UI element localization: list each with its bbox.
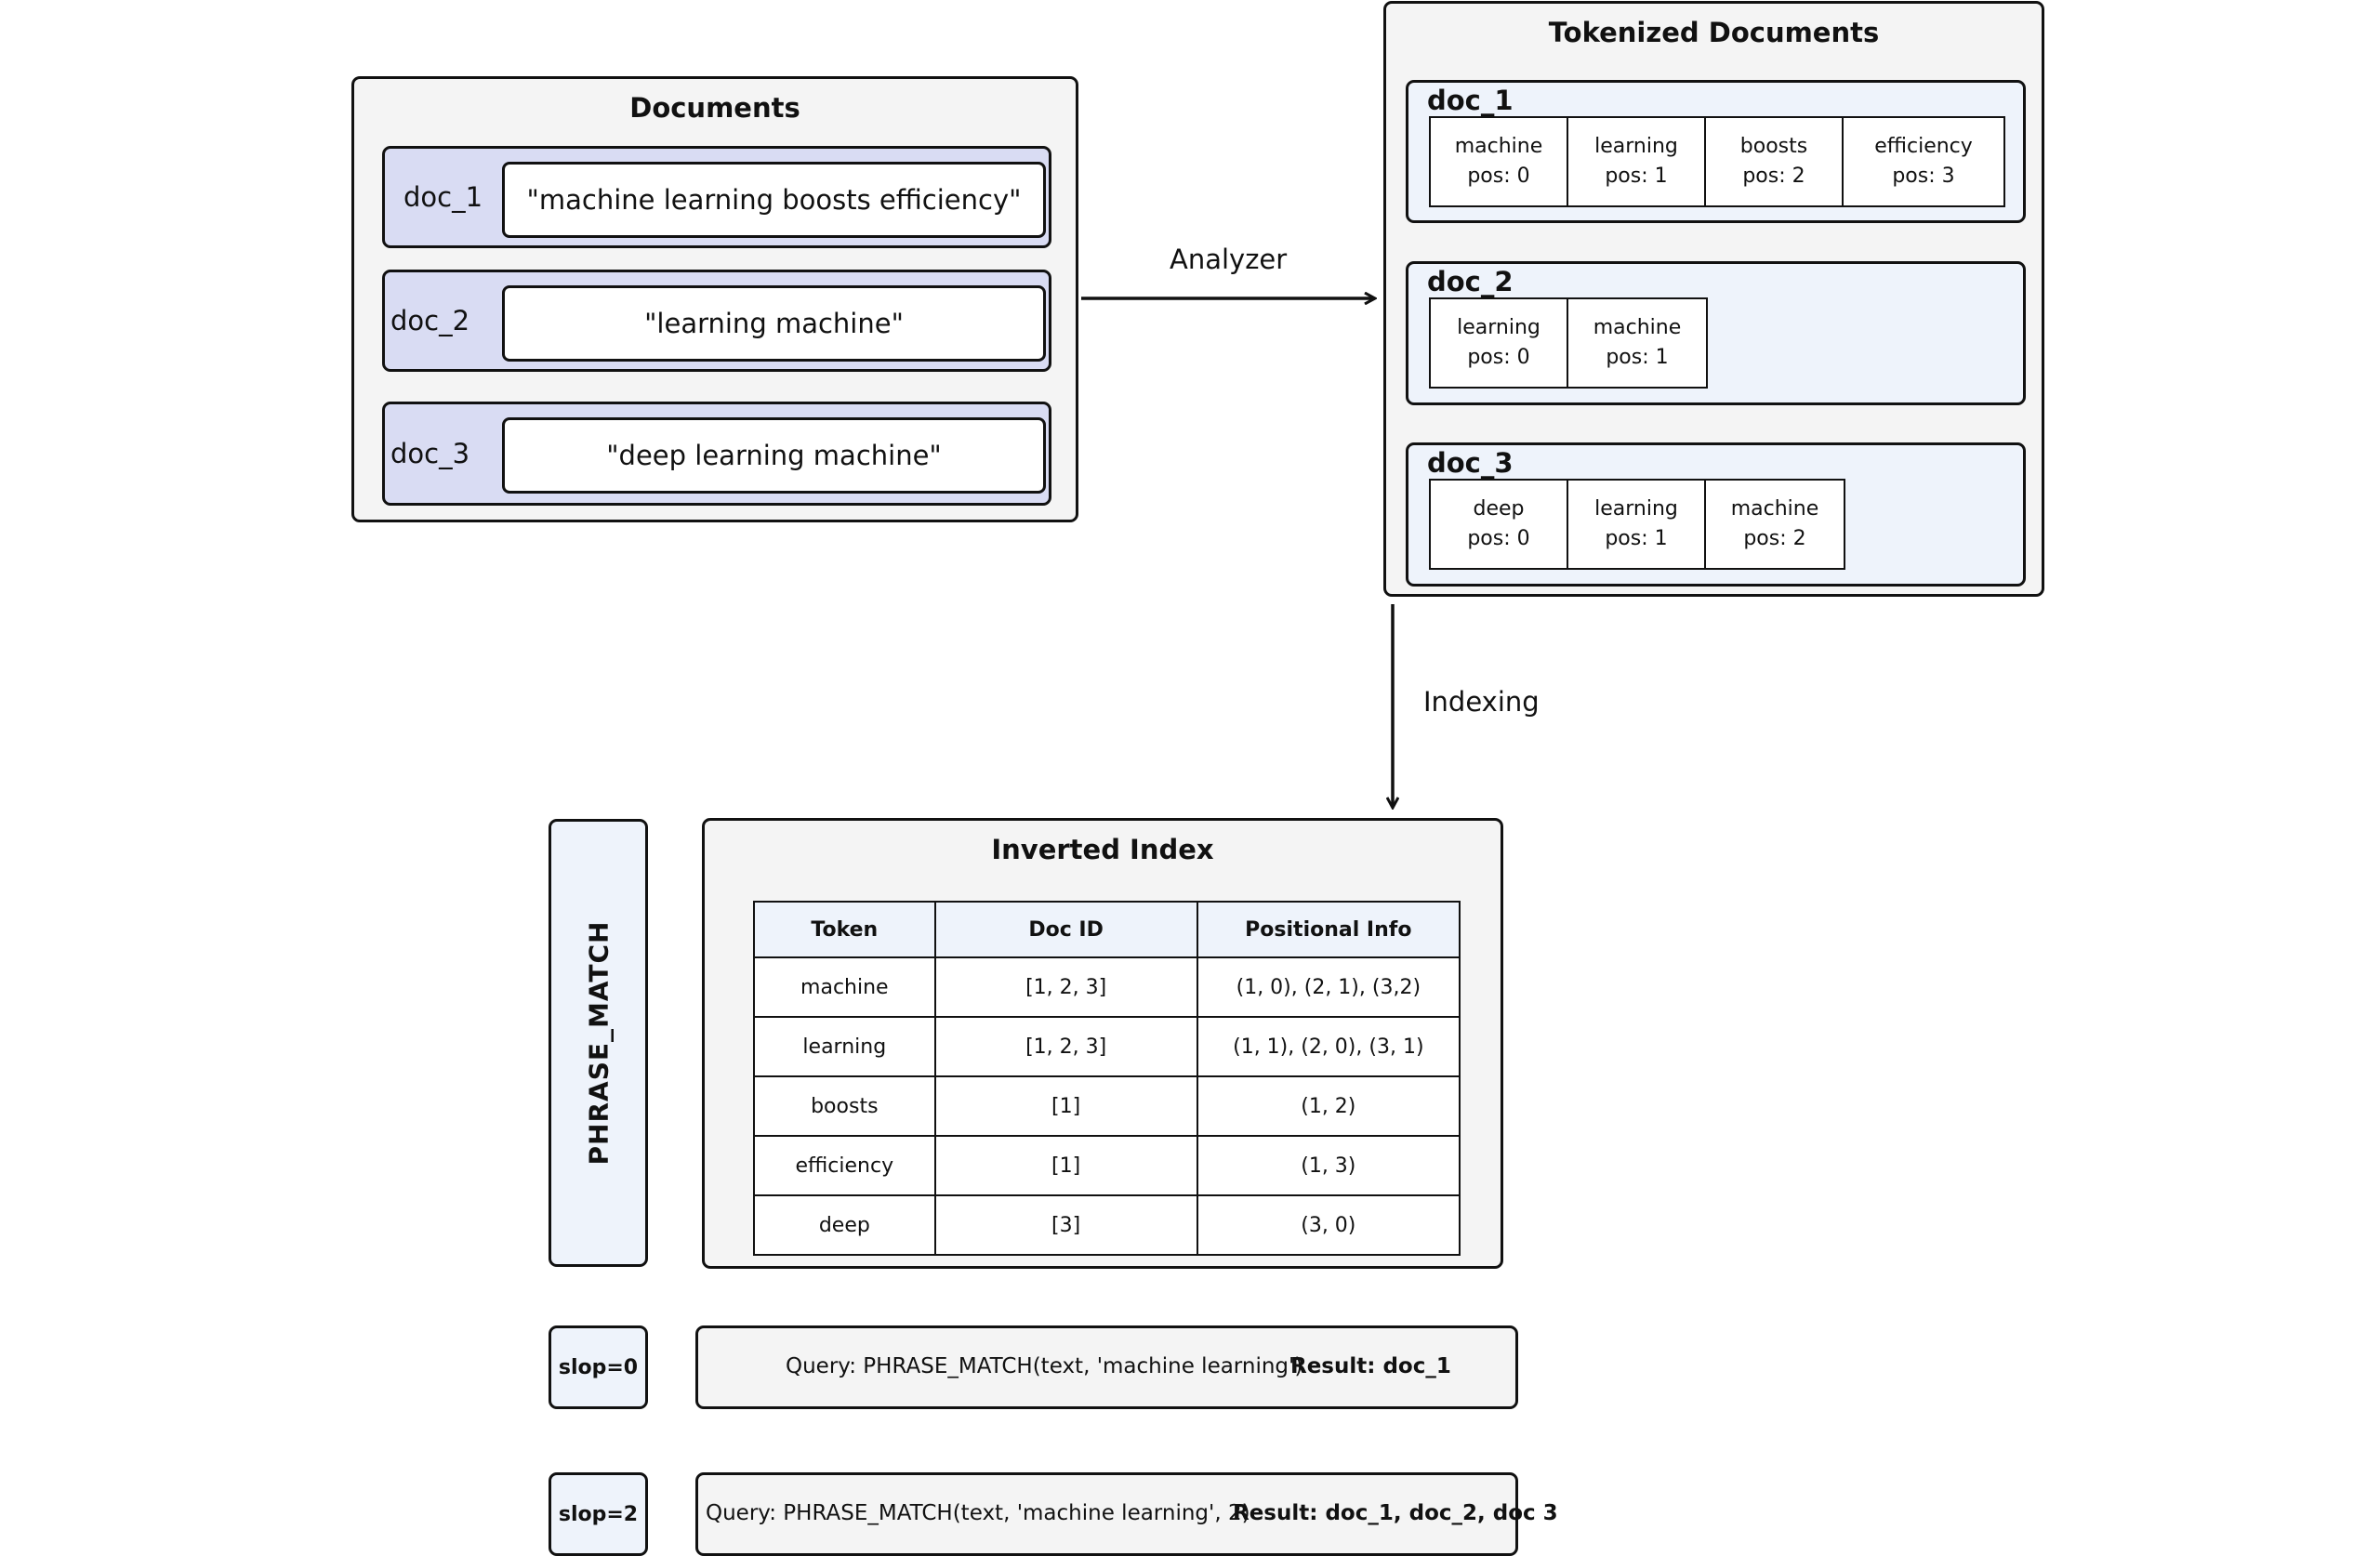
document-id: doc_3 (390, 438, 470, 469)
documents-title: Documents (629, 92, 800, 124)
token-cell: learning pos: 0 (1431, 299, 1568, 387)
token-position: pos: 2 (1742, 165, 1805, 188)
doc-id-cell: [1] (933, 1135, 1198, 1196)
document-id: doc_1 (403, 181, 483, 213)
table-row: boosts [1] (1, 2) (753, 1075, 1461, 1137)
token-position: pos: 0 (1467, 346, 1530, 369)
token-cell: efficiency pos: 3 (1844, 118, 2003, 205)
token-text: deep (1473, 497, 1525, 521)
inverted-index-title: Inverted Index (991, 834, 1214, 865)
tokenized-doc-2: doc_2 learning pos: 0 machine pos: 1 (1406, 261, 2026, 405)
document-text: "learning machine" (502, 285, 1046, 362)
table-row: efficiency [1] (1, 3) (753, 1135, 1461, 1196)
document-text: "deep learning machine" (502, 417, 1046, 494)
doc-id-cell: [3] (933, 1194, 1198, 1256)
token-cell: machine (753, 956, 936, 1018)
positional-info-cell: (1, 1), (2, 0), (3, 1) (1196, 1016, 1461, 1077)
token-position: pos: 1 (1605, 165, 1668, 188)
query-text: Query: PHRASE_MATCH(text, 'machine learn… (706, 1501, 1250, 1525)
tokenized-doc-3: doc_3 deep pos: 0 learning pos: 1 machine p… (1406, 442, 2026, 587)
token-text: learning (1457, 316, 1540, 339)
document-row-doc-2: doc_2 "learning machine" (382, 270, 1051, 372)
indexing-label: Indexing (1423, 686, 1540, 718)
document-row-doc-1: doc_1 "machine learning boosts efficienc… (382, 146, 1051, 248)
column-header-positional-info: Positional Info (1196, 901, 1461, 958)
positional-info-cell: (3, 0) (1196, 1194, 1461, 1256)
query-box-slop-2: Query: PHRASE_MATCH(text, 'machine learn… (695, 1472, 1558, 1556)
token-text: machine (1454, 135, 1543, 158)
token-position: pos: 1 (1606, 346, 1669, 369)
document-id: doc_2 (390, 305, 470, 336)
tokenized-doc-id: doc_2 (1427, 266, 1514, 297)
tokenized-documents-panel: Tokenized Documents doc_1 machine pos: 0 … (1383, 1, 2044, 597)
token-cell: machine pos: 0 (1431, 118, 1568, 205)
query-result: Result: doc_1, doc_2, doc 3 (1233, 1501, 1558, 1525)
document-text: "machine learning boosts efficiency" (502, 162, 1046, 238)
doc-id-cell: [1, 2, 3] (933, 956, 1198, 1018)
token-cell: learning pos: 1 (1568, 481, 1706, 568)
slop-0-label: slop=0 (549, 1325, 648, 1409)
column-header-token: Token (753, 901, 936, 958)
token-cell: learning (753, 1016, 936, 1077)
token-text: learning (1594, 135, 1678, 158)
token-cell: boosts (753, 1075, 936, 1137)
column-header-doc-id: Doc ID (933, 901, 1198, 958)
positional-info-cell: (1, 3) (1196, 1135, 1461, 1196)
token-text: machine (1593, 316, 1682, 339)
token-position: pos: 2 (1743, 527, 1806, 550)
table-row: deep [3] (3, 0) (753, 1194, 1461, 1256)
token-cell: machine pos: 2 (1706, 481, 1844, 568)
token-position: pos: 0 (1467, 165, 1530, 188)
token-list: deep pos: 0 learning pos: 1 machine pos: 2 (1429, 479, 1845, 570)
tokenized-doc-id: doc_3 (1427, 447, 1514, 479)
token-cell: deep (753, 1194, 936, 1256)
inverted-index-table: Token Doc ID Positional Info machine [1,… (753, 901, 1461, 1256)
table-row: machine [1, 2, 3] (1, 0), (2, 1), (3,2) (753, 956, 1461, 1018)
tokenized-documents-title: Tokenized Documents (1548, 17, 1880, 48)
document-row-doc-3: doc_3 "deep learning machine" (382, 402, 1051, 506)
token-cell: deep pos: 0 (1431, 481, 1568, 568)
analyzer-label: Analyzer (1170, 244, 1288, 275)
phrase-match-label: PHRASE_MATCH (583, 920, 614, 1166)
table-row: learning [1, 2, 3] (1, 1), (2, 0), (3, 1… (753, 1016, 1461, 1077)
token-position: pos: 1 (1605, 527, 1668, 550)
token-list: machine pos: 0 learning pos: 1 boosts pos: … (1429, 116, 2005, 207)
token-text: learning (1594, 497, 1678, 521)
positional-info-cell: (1, 0), (2, 1), (3,2) (1196, 956, 1461, 1018)
tokenized-doc-1: doc_1 machine pos: 0 learning pos: 1 boost… (1406, 80, 2026, 223)
tokenized-doc-id: doc_1 (1427, 85, 1514, 116)
inverted-index-panel: Inverted Index Token Doc ID Positional I… (702, 818, 1503, 1269)
token-list: learning pos: 0 machine pos: 1 (1429, 297, 1708, 389)
slop-2-label: slop=2 (549, 1472, 648, 1556)
query-box-slop-0: Query: PHRASE_MATCH(text, 'machine learn… (695, 1325, 1518, 1409)
token-position: pos: 3 (1892, 165, 1955, 188)
token-cell: machine pos: 1 (1568, 299, 1706, 387)
token-text: machine (1730, 497, 1819, 521)
doc-id-cell: [1, 2, 3] (933, 1016, 1198, 1077)
token-cell: boosts pos: 2 (1706, 118, 1844, 205)
table-header-row: Token Doc ID Positional Info (753, 901, 1461, 958)
phrase-match-label-box: PHRASE_MATCH (549, 819, 648, 1267)
token-cell: learning pos: 1 (1568, 118, 1706, 205)
documents-panel: Documents doc_1 "machine learning boosts… (351, 76, 1078, 522)
positional-info-cell: (1, 2) (1196, 1075, 1461, 1137)
query-result: Result: doc_1 (1290, 1354, 1451, 1378)
query-text: Query: PHRASE_MATCH(text, 'machine learn… (786, 1354, 1303, 1378)
token-position: pos: 0 (1467, 527, 1530, 550)
token-cell: efficiency (753, 1135, 936, 1196)
token-text: efficiency (1874, 135, 1973, 158)
token-text: boosts (1739, 135, 1808, 158)
doc-id-cell: [1] (933, 1075, 1198, 1137)
